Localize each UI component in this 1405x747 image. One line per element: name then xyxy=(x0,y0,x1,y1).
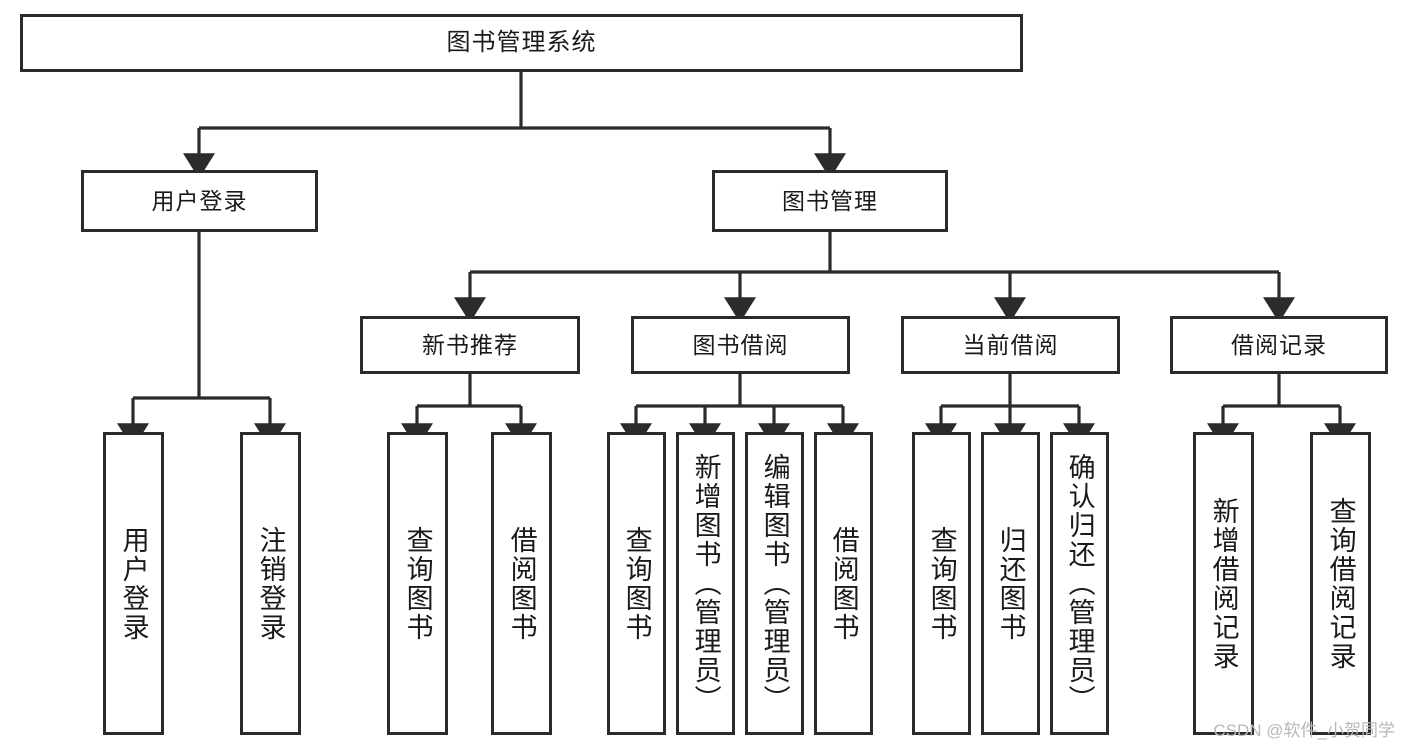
node-leaf-user-login[interactable]: 用户登录 xyxy=(103,432,164,735)
node-book-borrow[interactable]: 图书借阅 xyxy=(631,316,850,374)
node-borrow-record-label: 借阅记录 xyxy=(1231,331,1327,358)
node-leaf-logout-login-label: 注销登录 xyxy=(255,525,286,642)
node-current-borrow[interactable]: 当前借阅 xyxy=(901,316,1120,374)
node-leaf-add-record[interactable]: 新增借阅记录 xyxy=(1193,432,1254,735)
node-book-management-label: 图书管理 xyxy=(782,187,878,214)
node-root-label: 图书管理系统 xyxy=(446,29,597,57)
node-user-login[interactable]: 用户登录 xyxy=(81,170,318,232)
csdn-watermark: CSDN @软件_小贺同学 xyxy=(1213,721,1395,740)
node-current-borrow-label: 当前借阅 xyxy=(962,331,1059,358)
node-leaf-query-book-2-label: 查询图书 xyxy=(621,525,652,642)
node-leaf-logout-login[interactable]: 注销登录 xyxy=(240,432,301,735)
node-leaf-edit-book[interactable]: 编辑图书（管理员） xyxy=(745,432,804,735)
node-leaf-borrow-book-1-label: 借阅图书 xyxy=(506,525,537,642)
node-leaf-query-book-1[interactable]: 查询图书 xyxy=(387,432,448,735)
node-leaf-borrow-book-1[interactable]: 借阅图书 xyxy=(491,432,552,735)
node-leaf-user-login-label: 用户登录 xyxy=(118,525,149,642)
node-leaf-query-book-2[interactable]: 查询图书 xyxy=(607,432,666,735)
node-leaf-add-record-label: 新增借阅记录 xyxy=(1208,496,1239,671)
node-leaf-query-book-3-label: 查询图书 xyxy=(926,525,957,642)
node-leaf-return-book-label: 归还图书 xyxy=(995,525,1026,642)
node-new-book-recommend-label: 新书推荐 xyxy=(422,331,518,358)
node-leaf-add-book-label: 新增图书（管理员） xyxy=(690,453,721,714)
node-user-login-label: 用户登录 xyxy=(151,187,248,214)
node-new-book-recommend[interactable]: 新书推荐 xyxy=(360,316,580,374)
node-leaf-query-record[interactable]: 查询借阅记录 xyxy=(1310,432,1371,735)
node-leaf-query-book-1-label: 查询图书 xyxy=(402,525,433,642)
node-leaf-borrow-book-2-label: 借阅图书 xyxy=(828,525,859,642)
node-leaf-borrow-book-2[interactable]: 借阅图书 xyxy=(814,432,873,735)
node-leaf-edit-book-label: 编辑图书（管理员） xyxy=(759,453,790,714)
node-leaf-add-book[interactable]: 新增图书（管理员） xyxy=(676,432,735,735)
node-leaf-query-book-3[interactable]: 查询图书 xyxy=(912,432,971,735)
node-leaf-confirm-return[interactable]: 确认归还（管理员） xyxy=(1050,432,1109,735)
node-book-borrow-label: 图书借阅 xyxy=(692,331,789,358)
node-leaf-confirm-return-label: 确认归还（管理员） xyxy=(1064,453,1095,714)
node-root[interactable]: 图书管理系统 xyxy=(20,14,1023,72)
node-leaf-query-record-label: 查询借阅记录 xyxy=(1325,496,1356,671)
node-book-management[interactable]: 图书管理 xyxy=(712,170,948,232)
node-borrow-record[interactable]: 借阅记录 xyxy=(1170,316,1388,374)
node-leaf-return-book[interactable]: 归还图书 xyxy=(981,432,1040,735)
